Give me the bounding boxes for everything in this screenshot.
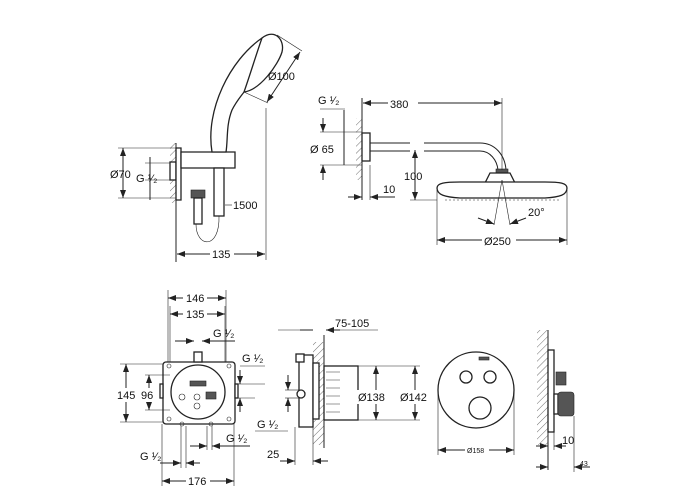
arm-length: 380 <box>390 99 408 111</box>
plate-width: 176 <box>188 476 206 488</box>
cylinder-diameter-outer: Ø142 <box>400 392 427 404</box>
flange-diameter: Ø 65 <box>310 144 334 156</box>
hose-nut <box>190 189 206 199</box>
trim-plate-depth: 10 <box>562 435 574 447</box>
button-side <box>555 371 567 386</box>
hose-length: 1500 <box>233 200 257 212</box>
holder-elbow <box>180 151 236 169</box>
box-width-outer: 146 <box>186 293 204 305</box>
box-thread-top: G ¹⁄₂ <box>213 328 234 340</box>
head-shower-thread: G ¹⁄₂ <box>318 95 339 107</box>
install-depth: 75-105 <box>335 318 369 330</box>
side-thread: G ¹⁄₂ <box>257 419 278 431</box>
box-thread-right: G ¹⁄₂ <box>242 353 263 365</box>
grohe-logo <box>189 380 207 387</box>
box-side-view: 75-105 Ø138 Ø142 G ¹⁄₂ 25 <box>255 318 427 465</box>
spray-angle: 20° <box>528 207 545 219</box>
side-offset: 25 <box>267 449 279 461</box>
box-height-outer: 145 <box>117 390 135 402</box>
trim-side-plate <box>547 349 555 433</box>
box-front-view: 146 135 G ¹⁄₂ G ¹⁄₂ 145 96 G ¹⁄₂ G ¹⁄₂ 1… <box>115 290 265 488</box>
head-drop: 100 <box>404 171 422 183</box>
cylinder-diameter-inner: Ø138 <box>358 392 385 404</box>
trim-logo <box>478 356 490 361</box>
button-left <box>459 370 473 384</box>
knob-side <box>557 391 575 417</box>
head-shower-diameter: Ø250 <box>484 236 511 248</box>
wall-connector <box>169 161 177 181</box>
head-shower-plate <box>436 181 568 199</box>
hand-shower-projection: 135 <box>212 249 230 261</box>
box-width-inner: 135 <box>186 309 204 321</box>
box-height-inner: 96 <box>141 390 153 402</box>
hand-shower-view: Ø70 G ¹⁄₂ 1500 135 Ø100 <box>110 33 303 262</box>
trim-diameter: Ø158 <box>467 448 484 455</box>
hand-shower-thread: G ¹⁄₂ <box>136 173 157 185</box>
hand-shower-head-diameter: Ø100 <box>268 71 295 83</box>
box-body <box>170 364 226 420</box>
trim-view: Ø158 10 43 <box>437 330 590 472</box>
hand-shower-outlet-diameter: Ø70 <box>110 169 131 181</box>
wall-flange <box>361 132 371 162</box>
box-thread-bottom-right: G ¹⁄₂ <box>226 433 247 445</box>
thermostat-knob <box>468 396 492 420</box>
wall-offset: 10 <box>383 184 395 196</box>
button-right <box>483 370 497 384</box>
trim-knob-depth: 43 <box>580 461 588 468</box>
trim-plate <box>437 351 515 429</box>
box-thread-bottom-left: G ¹⁄₂ <box>140 451 161 463</box>
head-shower-view: 380 G ¹⁄₂ Ø 65 100 10 20° Ø250 <box>310 95 568 248</box>
